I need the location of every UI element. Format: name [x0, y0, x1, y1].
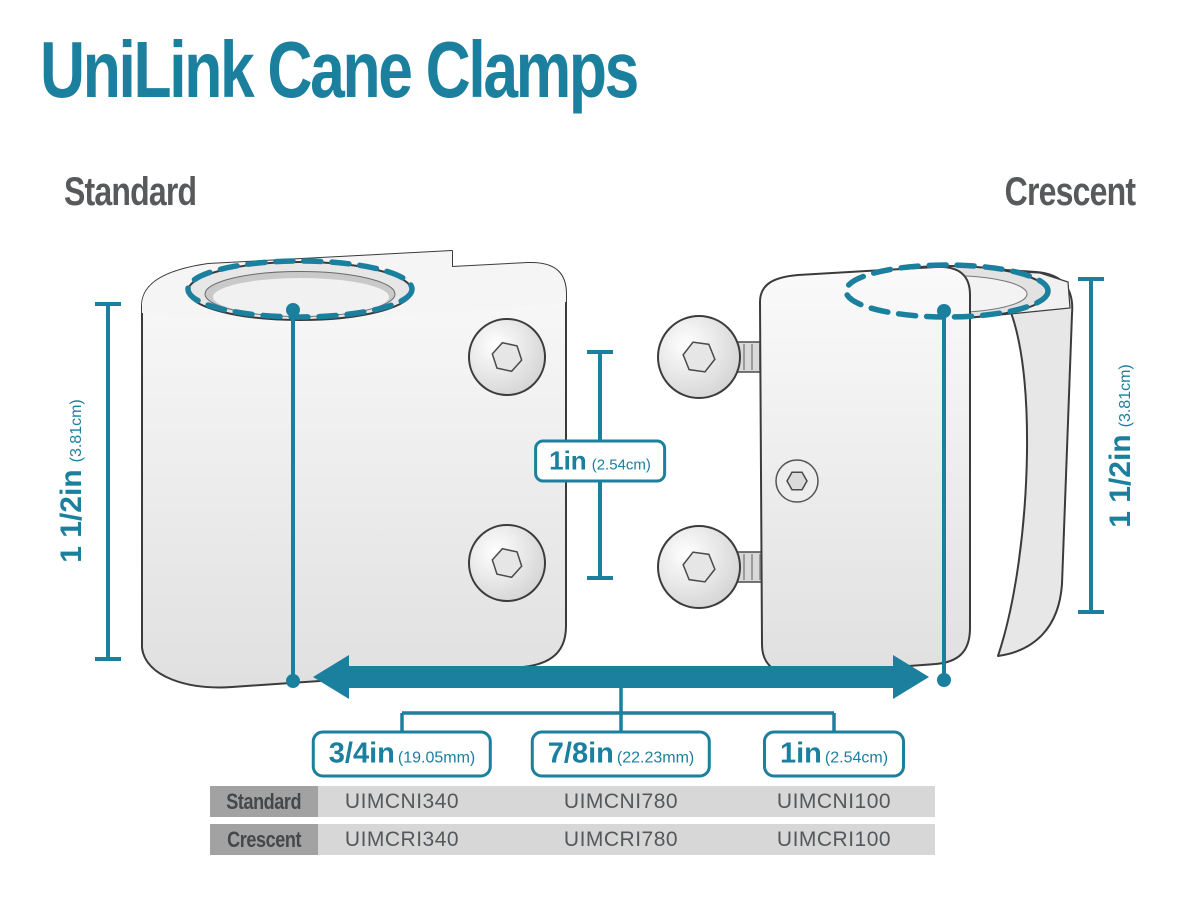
size-metric: (19.05mm) [397, 749, 476, 767]
bore-highlight-left [185, 258, 415, 320]
gap-value: 1in [549, 445, 587, 476]
row-label-text: Standard [226, 788, 302, 814]
size-value: 3/4in [328, 737, 395, 770]
dimension-line-left [95, 302, 121, 661]
standard-clamp-illustration [141, 250, 567, 689]
hex-bolt-icon [657, 315, 773, 399]
part-number: UIMCRI340 [344, 828, 460, 851]
size-value: 7/8in [547, 737, 614, 770]
height-value: 1 1/2in [1104, 434, 1137, 528]
height-value: 1 1/2in [55, 469, 88, 563]
hex-socket-screw-icon [468, 318, 546, 396]
table-row-standard: Standard UIMCNI340 UIMCNI780 UIMCNI100 [210, 786, 935, 817]
dimension-line-right [1078, 277, 1104, 614]
gap-metric: (2.54cm) [591, 456, 651, 474]
part-number: UIMCRI100 [776, 828, 892, 851]
size-bracket [400, 688, 836, 735]
part-number: UIMCNI100 [776, 790, 892, 813]
part-number: UIMCRI780 [563, 828, 679, 851]
part-number: UIMCNI340 [344, 790, 460, 813]
height-label-right: 1 1/2in (3.81cm) [1104, 364, 1138, 528]
hex-bolt-icon [657, 525, 773, 609]
height-label-left: 1 1/2in (3.81cm) [55, 399, 89, 563]
height-metric: (3.81cm) [1117, 364, 1134, 428]
hex-socket-screw-icon [468, 524, 546, 602]
table-row-crescent: Crescent UIMCRI340 UIMCRI780 UIMCRI100 [210, 824, 935, 855]
part-number: UIMCNI780 [563, 790, 679, 813]
row-header-crescent: Crescent [210, 824, 318, 855]
bore-highlight-right [843, 262, 1051, 320]
standard-heading: Standard [64, 170, 197, 214]
gap-dimension-label: 1in (2.54cm) [534, 439, 666, 483]
page-title: UniLink Cane Clamps [40, 25, 639, 114]
row-header-standard: Standard [210, 786, 318, 817]
crescent-clamp-illustration [657, 265, 1074, 676]
height-guide-left [286, 303, 300, 688]
size-option-1in: 1in (2.54cm) [762, 730, 906, 778]
size-metric: (22.23mm) [616, 749, 695, 767]
size-option-78in: 7/8in (22.23mm) [530, 730, 712, 778]
crescent-heading: Crescent [1004, 170, 1135, 214]
width-arrow [313, 655, 929, 699]
height-guide-right [937, 304, 951, 687]
size-option-34in: 3/4in (19.05mm) [311, 730, 493, 778]
set-screw-icon [775, 459, 819, 503]
height-metric: (3.81cm) [68, 399, 85, 463]
size-value: 1in [779, 737, 822, 770]
size-metric: (2.54cm) [824, 749, 889, 767]
row-label-text: Crescent [227, 826, 301, 852]
